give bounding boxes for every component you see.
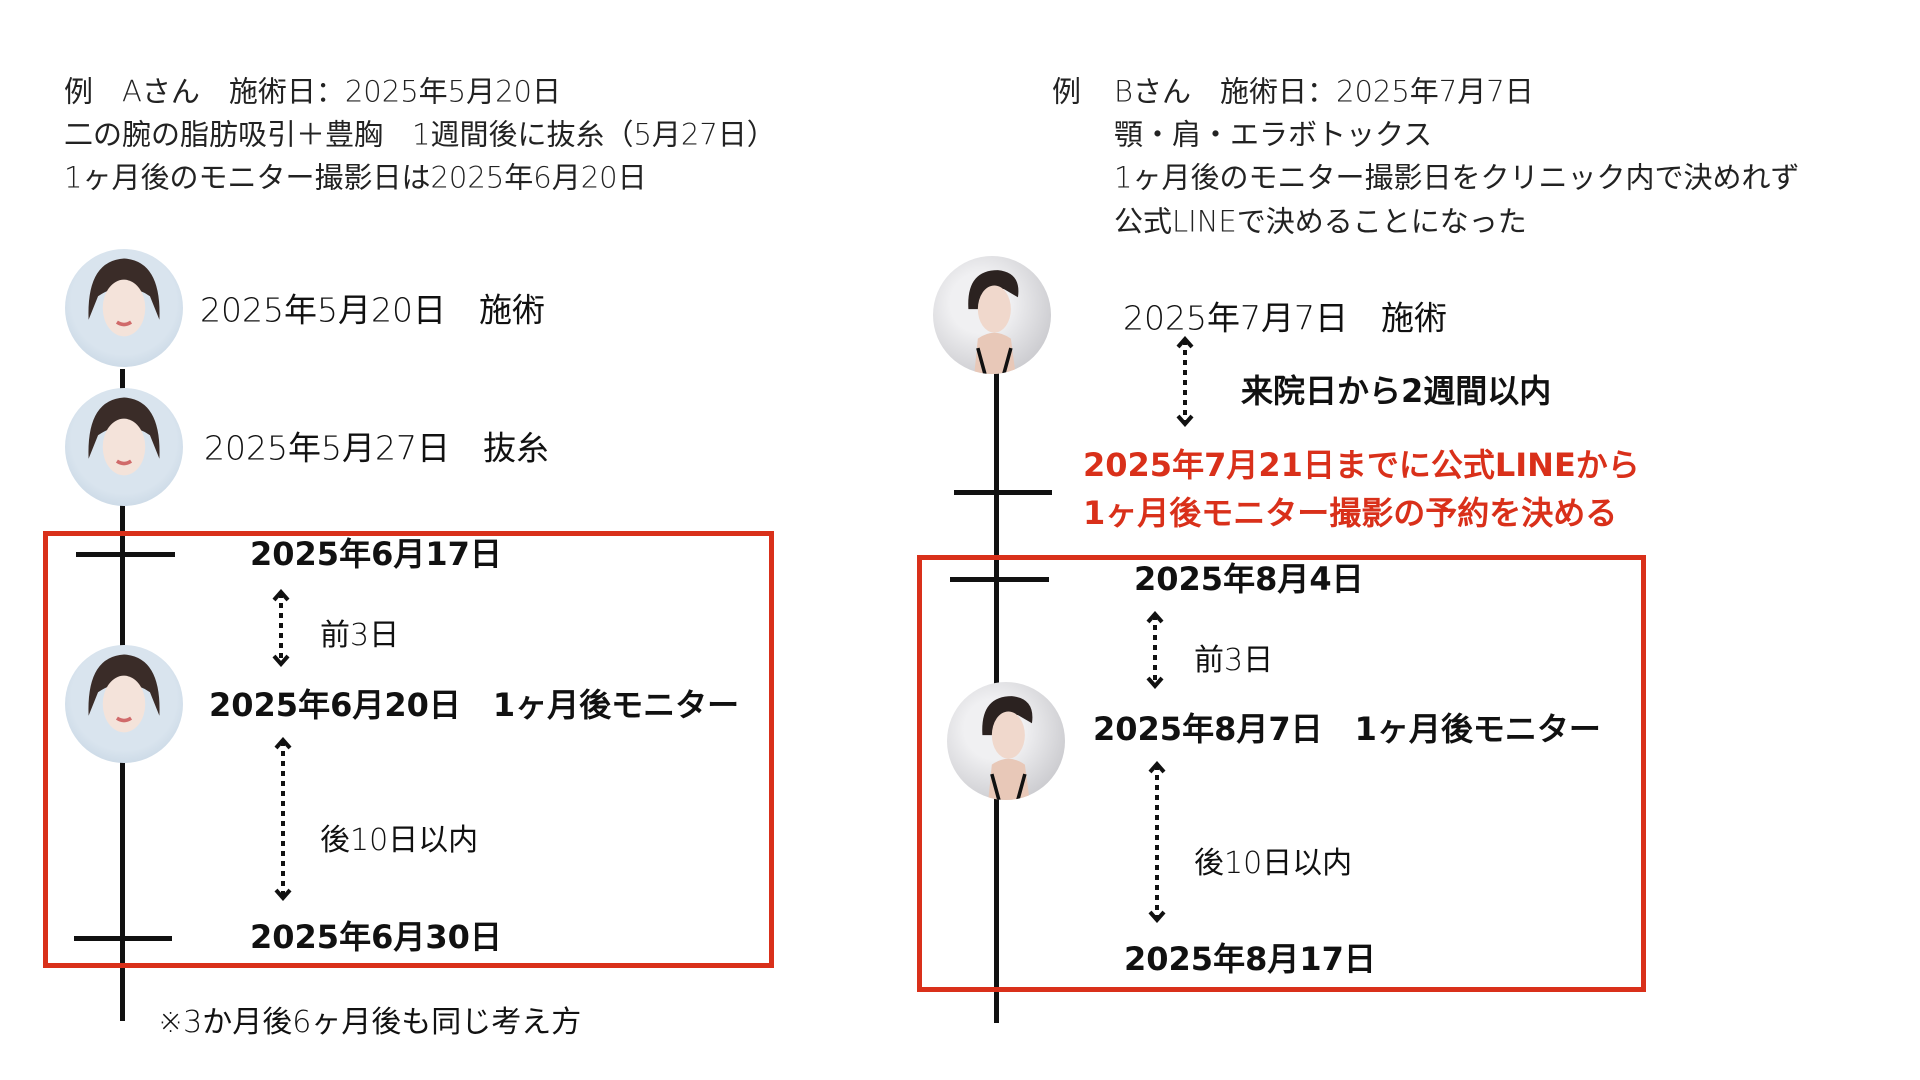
case-a-surgery-label: 2025年5月20日 施術: [200, 290, 545, 330]
case-b-header-line-4: 公式LINEで決めることになった: [1114, 204, 1527, 239]
case-b-tick-deadline: [954, 490, 1052, 495]
case-b-header-line-1: Bさん 施術日：2025年7月7日: [1114, 74, 1534, 109]
case-b-header-line-2: 顎・肩・エラボトックス: [1114, 117, 1433, 152]
case-b-surgery-label: 2025年7月7日 施術: [1123, 298, 1447, 338]
case-b-within-label: 来院日から2週間以内: [1241, 372, 1552, 410]
case-a-after-label: 後10日以内: [320, 823, 479, 858]
case-a-monitor-window-box: [43, 531, 774, 968]
case-b-tick-start: [950, 577, 1049, 582]
case-b-within-arrow-icon: [1176, 336, 1194, 427]
case-a-before-label: 前3日: [320, 618, 400, 653]
case-a-avatar-monitor: [65, 645, 183, 763]
case-a-monitor-label: 2025年6月20日 1ヶ月後モニター: [209, 686, 740, 724]
case-b-deadline-line-2: 1ヶ月後モニター撮影の予約を決める: [1083, 494, 1618, 532]
case-b-before-label: 前3日: [1194, 643, 1274, 678]
case-b-prefix: 例: [1052, 74, 1082, 109]
case-b-after-label: 後10日以内: [1194, 846, 1353, 881]
case-b-monitor-label: 2025年8月7日 1ヶ月後モニター: [1093, 710, 1601, 748]
case-a-window-end: 2025年6月30日: [250, 918, 502, 956]
case-b-window-start: 2025年8月4日: [1134, 560, 1364, 598]
case-a-window-start: 2025年6月17日: [250, 535, 502, 573]
case-a-header-line-2: 二の腕の脂肪吸引＋豊胸 1週間後に抜糸（5月27日）: [64, 117, 776, 152]
case-b-before-arrow-icon: [1146, 611, 1164, 689]
case-b-header-line-3: 1ヶ月後のモニター撮影日をクリニック内で決めれず: [1114, 160, 1800, 195]
case-b-avatar-monitor: [947, 682, 1065, 800]
case-a-tick-start: [76, 552, 175, 557]
case-a-avatar-suture: [65, 388, 183, 506]
case-b-deadline-line-1: 2025年7月21日までに公式LINEから: [1083, 446, 1640, 484]
case-a-after-arrow-icon: [274, 737, 292, 901]
case-a-header-line-1: 例 Aさん 施術日：2025年5月20日: [64, 74, 561, 109]
case-a-header-line-3: 1ヶ月後のモニター撮影日は2025年6月20日: [64, 160, 647, 195]
case-a-note: ※3か月後6ヶ月後も同じ考え方: [158, 1005, 582, 1040]
case-b-avatar-surgery: [933, 256, 1051, 374]
case-a-suture-label: 2025年5月27日 抜糸: [204, 428, 549, 468]
case-a-before-arrow-icon: [272, 589, 290, 667]
case-b-after-arrow-icon: [1148, 761, 1166, 923]
case-a-tick-end: [74, 936, 172, 941]
case-a-avatar-surgery: [65, 249, 183, 367]
case-b-window-end: 2025年8月17日: [1124, 940, 1376, 978]
case-b-monitor-window-box: [917, 555, 1646, 992]
